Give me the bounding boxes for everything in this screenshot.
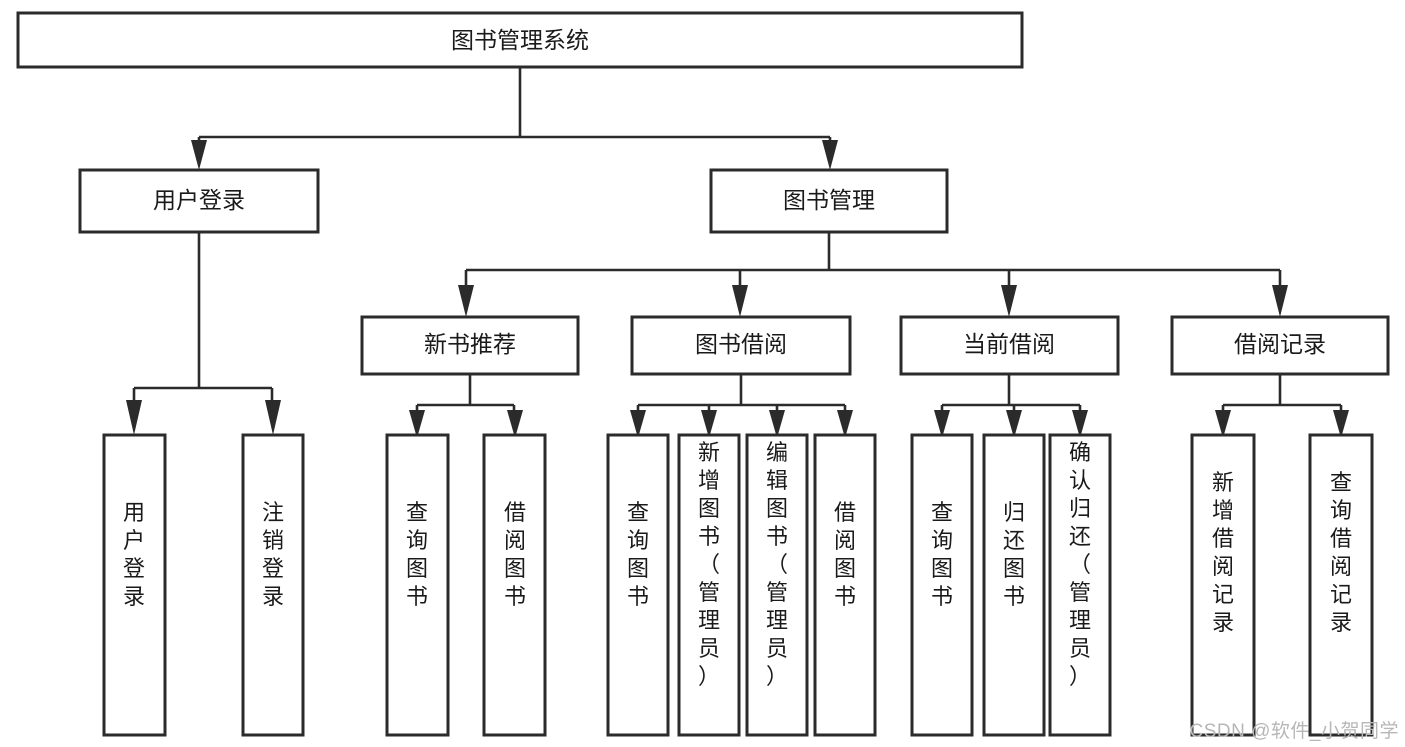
node-leaf-borrow-book-label: 借阅图书 xyxy=(834,500,856,609)
node-root[interactable]: 图书管理系统 xyxy=(16,11,1024,69)
arrow-head-borrow-record xyxy=(1272,285,1288,317)
node-book-borrow-box[interactable] xyxy=(630,315,852,376)
node-leaf-query-borrow-record-box[interactable] xyxy=(1308,433,1374,737)
arrow-head-leaf-return-book xyxy=(1006,410,1022,438)
node-leaf-add-book-admin-box[interactable] xyxy=(677,433,741,737)
node-leaf-add-book-admin-label: 新增图书（管理员） xyxy=(698,440,720,689)
node-leaf-user-login[interactable]: 用户登录 xyxy=(102,433,167,737)
node-leaf-query-book-rec[interactable]: 查询图书 xyxy=(385,433,450,737)
node-borrow-record[interactable]: 借阅记录 xyxy=(1170,315,1390,376)
node-leaf-query-book-rec-box[interactable] xyxy=(385,433,450,737)
node-borrow-record-label: 借阅记录 xyxy=(1234,331,1326,357)
node-leaf-query-book-cur-label: 查询图书 xyxy=(931,500,953,609)
node-leaf-borrow-book[interactable]: 借阅图书 xyxy=(813,433,877,737)
node-leaf-query-book-box[interactable] xyxy=(606,433,670,737)
node-leaf-borrow-book-rec[interactable]: 借阅图书 xyxy=(482,433,547,737)
arrow-head-leaf-borrow-book xyxy=(837,410,853,438)
arrow-head-leaf-confirm-return-admin xyxy=(1072,410,1088,438)
node-leaf-query-book[interactable]: 查询图书 xyxy=(606,433,670,737)
arrow-head-leaf-user-logout xyxy=(265,400,281,435)
node-leaf-query-book-cur-box[interactable] xyxy=(910,433,974,737)
node-user-login[interactable]: 用户登录 xyxy=(78,168,320,234)
node-root-box[interactable] xyxy=(16,11,1024,69)
node-leaf-confirm-return-admin[interactable]: 确认归还（管理员） xyxy=(1048,433,1112,737)
node-borrow-record-box[interactable] xyxy=(1170,315,1390,376)
node-user-login-label: 用户登录 xyxy=(153,187,245,213)
leaf-layer: 用户登录 注销登录 查询图书 借阅图书 查询图书 新增图书（管理员） xyxy=(102,433,1374,737)
arrow-head-leaf-query-book-rec xyxy=(409,410,425,438)
node-leaf-edit-book-admin-label: 编辑图书（管理员） xyxy=(766,440,788,689)
node-leaf-confirm-return-admin-box[interactable] xyxy=(1048,433,1112,737)
node-book-borrow[interactable]: 图书借阅 xyxy=(630,315,852,376)
arrow-head-leaf-query-book-cur xyxy=(934,410,950,438)
arrow-head-leaf-add-borrow-record xyxy=(1215,410,1231,438)
csdn-watermark: CSDN @软件_小贺同学 xyxy=(1189,721,1399,742)
node-leaf-edit-book-admin-box[interactable] xyxy=(745,433,809,737)
arrow-head-leaf-borrow-book-rec xyxy=(507,410,523,438)
arrow-head-leaf-add-book-admin xyxy=(701,410,717,438)
node-new-book-rec-box[interactable] xyxy=(360,315,580,376)
node-leaf-borrow-book-rec-label: 借阅图书 xyxy=(504,500,526,609)
node-leaf-borrow-book-box[interactable] xyxy=(813,433,877,737)
node-leaf-add-book-admin[interactable]: 新增图书（管理员） xyxy=(677,433,741,737)
arrow-head-user-login xyxy=(191,140,207,170)
connector-layer xyxy=(126,67,1349,438)
node-leaf-return-book[interactable]: 归还图书 xyxy=(982,433,1046,737)
node-current-borrow-label: 当前借阅 xyxy=(963,331,1055,357)
node-leaf-user-login-label: 用户登录 xyxy=(123,500,145,609)
node-leaf-add-borrow-record-label: 新增借阅记录 xyxy=(1212,470,1234,635)
arrow-head-leaf-user-login xyxy=(126,400,142,435)
node-leaf-add-borrow-record-box[interactable] xyxy=(1190,433,1256,737)
node-leaf-user-logout[interactable]: 注销登录 xyxy=(241,433,305,737)
node-leaf-user-logout-box[interactable] xyxy=(241,433,305,737)
node-leaf-user-login-box[interactable] xyxy=(102,433,167,737)
node-leaf-query-book-label: 查询图书 xyxy=(627,500,649,609)
arrow-head-leaf-query-borrow-record xyxy=(1333,410,1349,438)
node-leaf-user-logout-label: 注销登录 xyxy=(262,500,284,609)
node-current-borrow[interactable]: 当前借阅 xyxy=(899,315,1120,376)
node-leaf-borrow-book-rec-box[interactable] xyxy=(482,433,547,737)
node-leaf-return-book-label: 归还图书 xyxy=(1003,500,1025,609)
arrow-head-leaf-edit-book-admin xyxy=(769,410,785,438)
node-new-book-rec[interactable]: 新书推荐 xyxy=(360,315,580,376)
node-new-book-rec-label: 新书推荐 xyxy=(424,331,516,357)
node-leaf-query-book-rec-label: 查询图书 xyxy=(406,500,428,609)
arrow-head-leaf-query-book xyxy=(630,410,646,438)
node-user-login-box[interactable] xyxy=(78,168,320,234)
node-leaf-add-borrow-record[interactable]: 新增借阅记录 xyxy=(1190,433,1256,737)
arrow-head-book-borrow xyxy=(732,285,748,317)
node-leaf-edit-book-admin[interactable]: 编辑图书（管理员） xyxy=(745,433,809,737)
node-root-label: 图书管理系统 xyxy=(451,27,589,53)
arrow-head-book-manage xyxy=(822,140,838,170)
arrow-head-new-book-rec xyxy=(458,285,474,317)
node-current-borrow-box[interactable] xyxy=(899,315,1120,376)
node-leaf-query-borrow-record[interactable]: 查询借阅记录 xyxy=(1308,433,1374,737)
node-book-manage[interactable]: 图书管理 xyxy=(709,168,949,234)
node-leaf-confirm-return-admin-label: 确认归还（管理员） xyxy=(1069,440,1091,689)
node-leaf-query-borrow-record-label: 查询借阅记录 xyxy=(1330,470,1352,635)
node-book-borrow-label: 图书借阅 xyxy=(695,331,787,357)
node-book-manage-label: 图书管理 xyxy=(783,187,875,213)
node-leaf-return-book-box[interactable] xyxy=(982,433,1046,737)
node-leaf-query-book-cur[interactable]: 查询图书 xyxy=(910,433,974,737)
arrow-head-current-borrow xyxy=(1001,285,1017,317)
node-book-manage-box[interactable] xyxy=(709,168,949,234)
